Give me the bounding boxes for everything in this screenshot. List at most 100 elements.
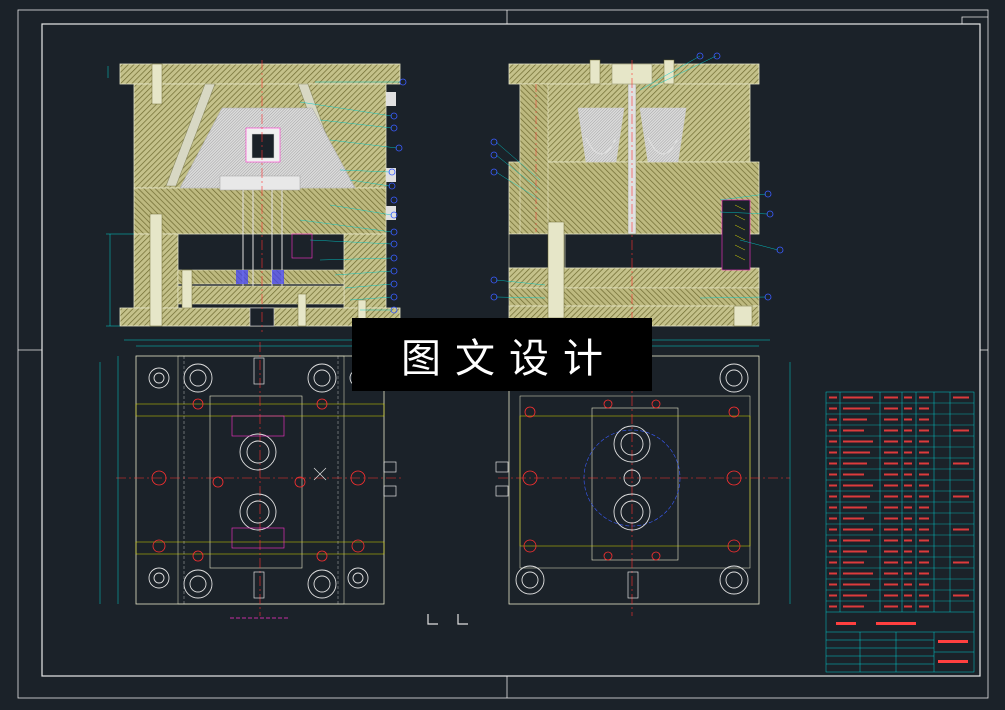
title-block-cell-mark xyxy=(843,561,864,564)
title-block-cell-mark xyxy=(829,462,837,465)
title-block-cell-mark xyxy=(884,517,898,520)
title-block-cell-mark xyxy=(919,517,929,520)
title-block-cell-mark xyxy=(919,583,929,586)
title-block-cell-mark xyxy=(904,396,912,399)
left-view-balloons xyxy=(388,78,407,314)
title-block-cell-mark xyxy=(919,572,929,575)
title-block-cell-mark xyxy=(843,418,867,421)
title-block-cell-mark xyxy=(829,550,837,553)
title-block-cell-mark xyxy=(829,594,837,597)
title-block-cell-mark xyxy=(829,418,837,421)
title-block-cell-mark xyxy=(884,528,898,531)
title-block-label-mark xyxy=(938,660,968,663)
title-block-cell-mark xyxy=(829,429,837,432)
title-block-cell-mark xyxy=(904,418,912,421)
title-block-cell-mark xyxy=(919,539,929,542)
title-block-cell-mark xyxy=(953,594,969,597)
title-block-cell-mark xyxy=(953,429,969,432)
title-block-cell-mark xyxy=(829,539,837,542)
title-block-cell-mark xyxy=(953,462,969,465)
title-block-label-mark xyxy=(938,640,968,643)
title-block-cell-mark xyxy=(829,605,837,608)
title-block-cell-mark xyxy=(829,517,837,520)
title-block-cell-mark xyxy=(843,583,870,586)
title-block-cell-mark xyxy=(884,495,898,498)
title-block-cell-mark xyxy=(904,484,912,487)
title-block-cell-mark xyxy=(904,539,912,542)
title-block-cell-mark xyxy=(843,473,864,476)
left-view-leaders xyxy=(299,81,400,311)
title-block-cell-mark xyxy=(904,506,912,509)
title-block-cell-mark xyxy=(884,462,898,465)
title-block-cell-mark xyxy=(843,451,870,454)
title-block-cell-mark xyxy=(904,429,912,432)
title-block-cell-mark xyxy=(884,440,898,443)
title-block-cell-mark xyxy=(884,550,898,553)
title-block-cell-mark xyxy=(904,605,912,608)
watermark-banner: 图文设计 xyxy=(352,318,652,391)
title-block-cell-mark xyxy=(829,396,837,399)
title-block-cell-mark xyxy=(829,572,837,575)
title-block-cell-mark xyxy=(904,572,912,575)
title-block-cell-mark xyxy=(919,396,929,399)
title-block-cell-mark xyxy=(919,605,929,608)
title-block-cell-mark xyxy=(843,407,870,410)
title-block-cell-mark xyxy=(843,429,864,432)
title-block-cell-mark xyxy=(843,528,873,531)
title-block-cell-mark xyxy=(884,572,898,575)
title-block-cell-mark xyxy=(884,418,898,421)
title-block-cell-mark xyxy=(843,484,873,487)
title-block-cell-mark xyxy=(843,462,867,465)
title-block-cell-mark xyxy=(884,407,898,410)
title-block-cell-mark xyxy=(829,451,837,454)
title-block-cell-mark xyxy=(884,451,898,454)
title-block-cell-mark xyxy=(843,517,864,520)
title-block-cell-mark xyxy=(919,462,929,465)
title-block-cell-mark xyxy=(843,506,867,509)
title-block-cell-mark xyxy=(904,517,912,520)
title-block-cell-mark xyxy=(904,550,912,553)
title-block-cell-mark xyxy=(904,495,912,498)
title-block-label-mark xyxy=(836,622,856,625)
title-block-cell-mark xyxy=(953,561,969,564)
title-block-cell-mark xyxy=(829,506,837,509)
title-block-cell-mark xyxy=(884,594,898,597)
title-block-cell-mark xyxy=(904,473,912,476)
title-block-cell-mark xyxy=(829,561,837,564)
right-view-leaders xyxy=(495,55,779,299)
title-block-cell-mark xyxy=(843,440,873,443)
watermark-text: 图文设计 xyxy=(401,335,617,382)
title-block-cell-mark xyxy=(829,484,837,487)
title-block-cell-mark xyxy=(919,561,929,564)
title-block-cell-mark xyxy=(843,550,867,553)
title-block-cell-mark xyxy=(884,429,898,432)
title-block-cell-mark xyxy=(919,550,929,553)
title-block-cell-mark xyxy=(953,528,969,531)
title-block-cell-mark xyxy=(919,440,929,443)
title-block-cell-mark xyxy=(884,396,898,399)
title-block-cell-mark xyxy=(843,594,867,597)
title-block-cell-mark xyxy=(829,473,837,476)
title-block-cell-mark xyxy=(843,605,864,608)
title-block-cell-mark xyxy=(919,451,929,454)
title-block-cell-mark xyxy=(904,583,912,586)
title-block-cell-mark xyxy=(884,583,898,586)
right-section-view xyxy=(508,59,760,332)
title-block-cell-mark xyxy=(884,605,898,608)
title-block-cell-mark xyxy=(843,495,870,498)
title-block-cell-mark xyxy=(884,484,898,487)
title-block-label-mark xyxy=(876,622,916,625)
title-block-cell-mark xyxy=(829,495,837,498)
left-section-view xyxy=(106,60,401,332)
title-block-cell-mark xyxy=(829,440,837,443)
title-block-cell-mark xyxy=(884,506,898,509)
title-block-cell-mark xyxy=(829,583,837,586)
right-view-balloons xyxy=(490,52,784,301)
title-block-cell-mark xyxy=(919,594,929,597)
title-block-cell-mark xyxy=(953,495,969,498)
title-block-cell-mark xyxy=(919,407,929,410)
title-block-cell-mark xyxy=(829,528,837,531)
title-block-cell-mark xyxy=(919,429,929,432)
title-block-cell-mark xyxy=(829,407,837,410)
title-block-cell-mark xyxy=(919,506,929,509)
